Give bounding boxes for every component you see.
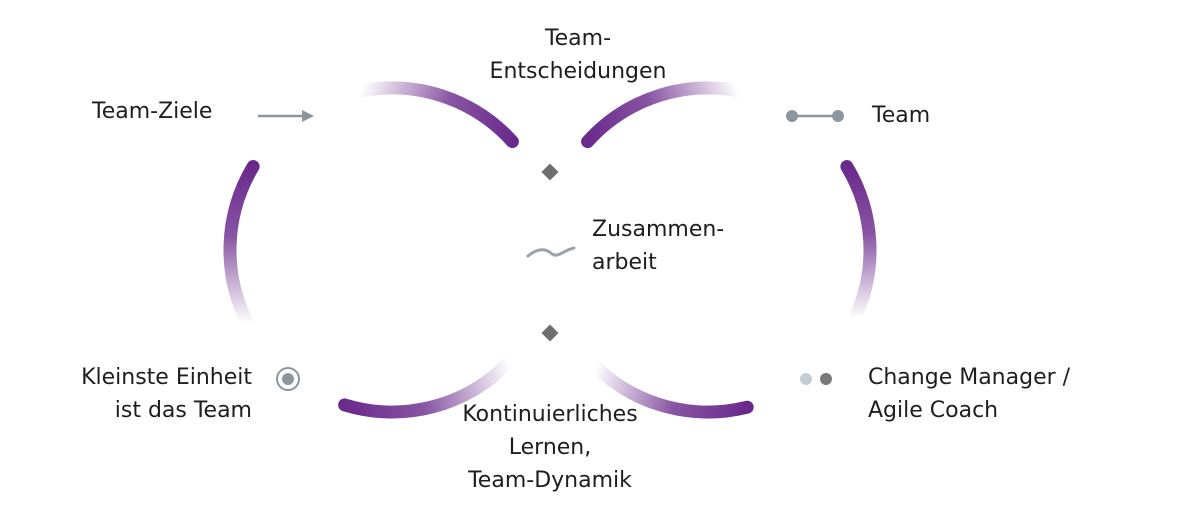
label-text: ist das Team <box>114 398 252 423</box>
arc-left-bottom <box>338 356 516 419</box>
arcs <box>223 81 877 419</box>
label-text: Team- <box>544 26 612 51</box>
label-text: arbeit <box>592 250 657 275</box>
arc-right-side <box>840 160 877 325</box>
label-text: Team-Ziele <box>92 99 213 124</box>
label-text: Entscheidungen <box>489 59 667 84</box>
radio-icon <box>276 367 300 391</box>
label-team: Team <box>872 99 930 132</box>
label-kontinuierliches-lernen: Kontinuierliches Lernen, Team-Dynamik <box>462 398 637 497</box>
arc-left-top <box>354 81 519 149</box>
label-text: Change Manager / <box>868 365 1071 390</box>
label-text: Team <box>872 103 931 128</box>
connector-icon <box>786 110 844 122</box>
label-text: Agile Coach <box>868 398 999 423</box>
label-text: Lernen, <box>508 435 592 460</box>
label-change-manager: Change Manager / Agile Coach <box>868 361 1070 427</box>
label-team-ziele: Team-Ziele <box>92 95 212 128</box>
diamond-icon <box>541 324 559 342</box>
arrow-right-icon <box>258 110 314 122</box>
arc-right-top <box>581 81 746 149</box>
label-text: Kontinuierliches <box>462 402 638 427</box>
arc-left-side <box>223 160 260 331</box>
label-team-entscheidungen: Team- Entscheidungen <box>490 22 667 88</box>
label-text: Team-Dynamik <box>468 468 632 493</box>
label-kleinste-einheit: Kleinste Einheit ist das Team <box>81 361 252 427</box>
diamond-icon <box>541 163 559 181</box>
arc-right-bottom <box>588 360 754 419</box>
label-text: Kleinste Einheit <box>81 365 252 390</box>
label-zusammenarbeit: Zusammen- arbeit <box>592 213 724 279</box>
wave-icon <box>526 246 576 258</box>
two-dots-icon <box>800 373 832 385</box>
label-text: Zusammen- <box>592 217 725 242</box>
